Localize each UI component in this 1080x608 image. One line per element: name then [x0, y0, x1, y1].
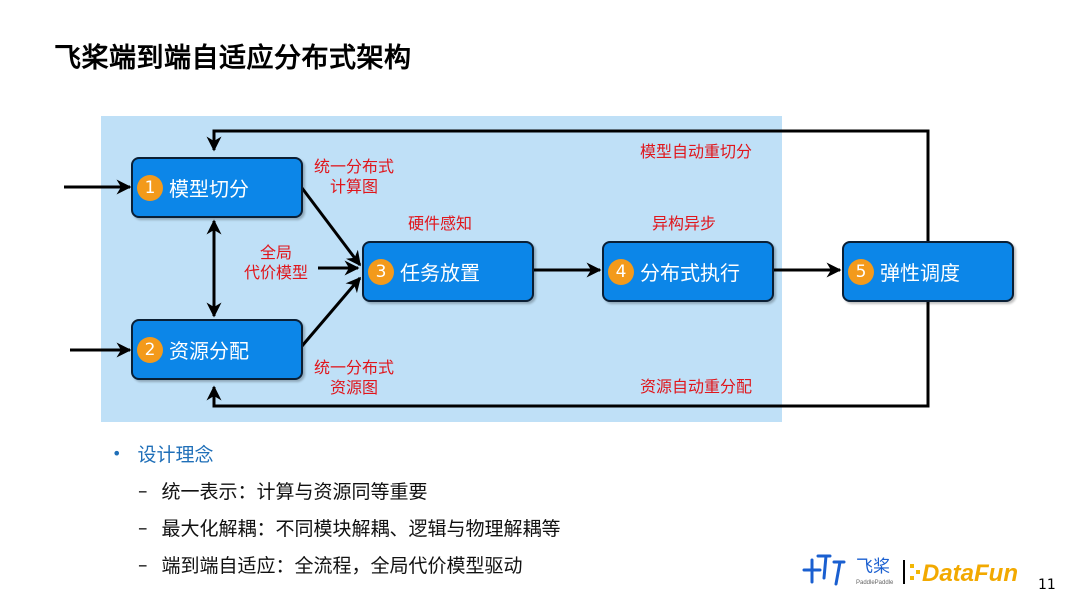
principle-item: – 最大化解耦：不同模块解耦、逻辑与物理解耦等 — [138, 516, 561, 541]
page-number: 11 — [1038, 577, 1056, 593]
design-principles: • 设计理念 – 统一表示：计算与资源同等重要 – 最大化解耦：不同模块解耦、逻… — [112, 440, 561, 578]
principle-item: – 统一表示：计算与资源同等重要 — [138, 479, 428, 504]
label-compute-graph: 统一分布式 计算图 — [314, 157, 395, 196]
node-label: 任务放置 — [400, 261, 480, 285]
step-badge: 5 — [848, 258, 874, 285]
step-badge: 3 — [368, 258, 394, 285]
label-hetero-async: 异构异步 — [652, 214, 717, 233]
node-resource-allocation: 2 资源分配 — [131, 319, 303, 380]
node-label: 分布式执行 — [640, 261, 740, 285]
bullet-dot: • — [112, 444, 122, 463]
node-task-placement: 3 任务放置 — [362, 241, 534, 302]
arrow-n1-n3 — [300, 187, 362, 267]
paddle-text: 飞桨 — [856, 557, 890, 576]
step-badge: 1 — [137, 174, 163, 201]
node-distributed-execution: 4 分布式执行 — [602, 241, 774, 302]
principles-heading: 设计理念 — [137, 444, 214, 466]
label-resource-graph: 统一分布式 资源图 — [314, 358, 395, 397]
step-badge: 4 — [608, 258, 634, 285]
step-badge: 2 — [137, 336, 163, 363]
label-auto-realloc: 资源自动重分配 — [640, 377, 753, 396]
paddle-logo-icon — [802, 554, 846, 586]
node-model-partition: 1 模型切分 — [131, 157, 303, 218]
node-label: 资源分配 — [169, 339, 249, 363]
loop-to-n1 — [206, 129, 930, 242]
page-title: 飞桨端到端自适应分布式架构 — [54, 43, 412, 74]
principle-item: – 端到端自适应：全流程，全局代价模型驱动 — [138, 553, 523, 578]
node-label: 弹性调度 — [880, 261, 960, 285]
label-hardware-aware: 硬件感知 — [408, 214, 473, 233]
datafun-text: DataFun — [922, 560, 1018, 587]
label-global-cost-model: 全局 代价模型 — [244, 243, 309, 282]
paddle-sub: PaddlePaddle — [856, 580, 894, 586]
label-auto-reslice: 模型自动重切分 — [640, 142, 753, 161]
node-elastic-scheduling: 5 弹性调度 — [842, 241, 1014, 302]
loop-to-n2 — [206, 302, 930, 408]
logo: 飞桨 PaddlePaddle DataFun — [802, 554, 1018, 587]
node-label: 模型切分 — [169, 177, 249, 201]
arrow-n2-n3 — [300, 276, 362, 347]
datafun-mark-icon — [910, 564, 920, 580]
